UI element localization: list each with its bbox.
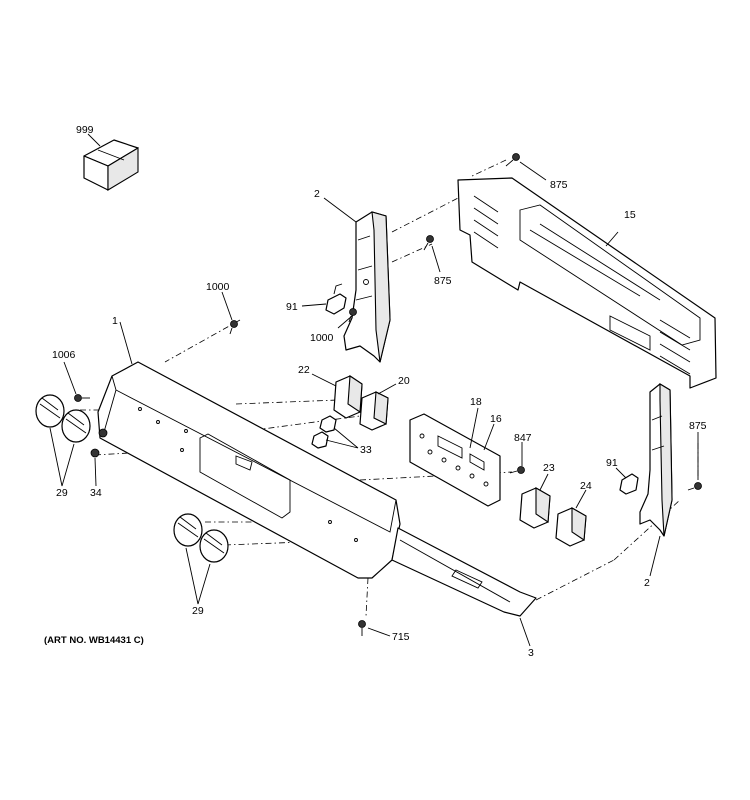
callout-999: 999: [76, 124, 94, 136]
callout-875-mid: 875: [434, 275, 452, 287]
callout-33: 33: [360, 444, 372, 456]
callout-2-top: 2: [314, 188, 320, 200]
screw-875-mid: [423, 235, 434, 251]
clip-91-right: [619, 473, 639, 495]
callout-29-lower: 29: [192, 605, 204, 617]
knobs-29-upper: [35, 394, 91, 443]
callout-875-right: 875: [689, 420, 707, 432]
part-34-upper: [98, 428, 108, 438]
leader-lines: [49, 133, 699, 647]
callout-3: 3: [528, 647, 534, 659]
control-board-16: [409, 413, 501, 507]
callout-23: 23: [543, 462, 555, 474]
callout-91-left: 91: [286, 301, 298, 313]
switch-20: [359, 391, 389, 431]
callout-34: 34: [90, 487, 102, 499]
knob-29-c: [173, 513, 203, 547]
relay-23: [519, 487, 551, 529]
callout-2-bottom: 2: [644, 577, 650, 589]
callout-1000-top: 1000: [206, 281, 230, 293]
screw-875-right: [687, 482, 702, 491]
callout-1000-bottom: 1000: [310, 332, 334, 344]
knobs-29-lower: [173, 513, 229, 563]
screw-875-top: [505, 153, 520, 167]
relay-24: [555, 507, 587, 547]
switch-22: [333, 375, 363, 419]
callout-715: 715: [392, 631, 410, 643]
side-bracket-2-left: [343, 211, 391, 363]
screws: [74, 153, 702, 636]
screw-1000-top: [229, 320, 238, 335]
clips-33: [311, 415, 337, 449]
callout-18: 18: [470, 396, 482, 408]
vent-slots-left: [473, 195, 499, 249]
callout-91-right: 91: [606, 457, 618, 469]
callout-29-upper: 29: [56, 487, 68, 499]
trim-3: [391, 527, 537, 617]
knob-29-a: [35, 394, 65, 428]
vent-slots-right: [659, 319, 691, 375]
side-bracket-2-right: [639, 383, 673, 537]
knob-29-d: [199, 529, 229, 563]
callout-15: 15: [624, 209, 636, 221]
art-number: (ART NO. WB14431 C): [44, 635, 144, 646]
rear-panel-15: [457, 177, 717, 389]
callout-labels: 999 2 875 15 875 1000 91 1000 1 1006 22 …: [52, 124, 707, 659]
callout-1006: 1006: [52, 349, 76, 361]
part-34: [90, 448, 100, 458]
control-panel-1: [97, 361, 401, 579]
callout-847: 847: [514, 432, 532, 444]
callout-16: 16: [490, 413, 502, 425]
screw-715: [358, 620, 366, 636]
knob-29-b: [61, 409, 91, 443]
callout-20: 20: [398, 375, 410, 387]
callout-24: 24: [580, 480, 592, 492]
box-999: [83, 139, 139, 191]
callout-22: 22: [298, 364, 310, 376]
clip-91-left: [325, 283, 347, 315]
callout-875-top: 875: [550, 179, 568, 191]
callout-1: 1: [112, 315, 118, 327]
screw-847: [509, 466, 525, 474]
screw-1006: [74, 394, 90, 402]
